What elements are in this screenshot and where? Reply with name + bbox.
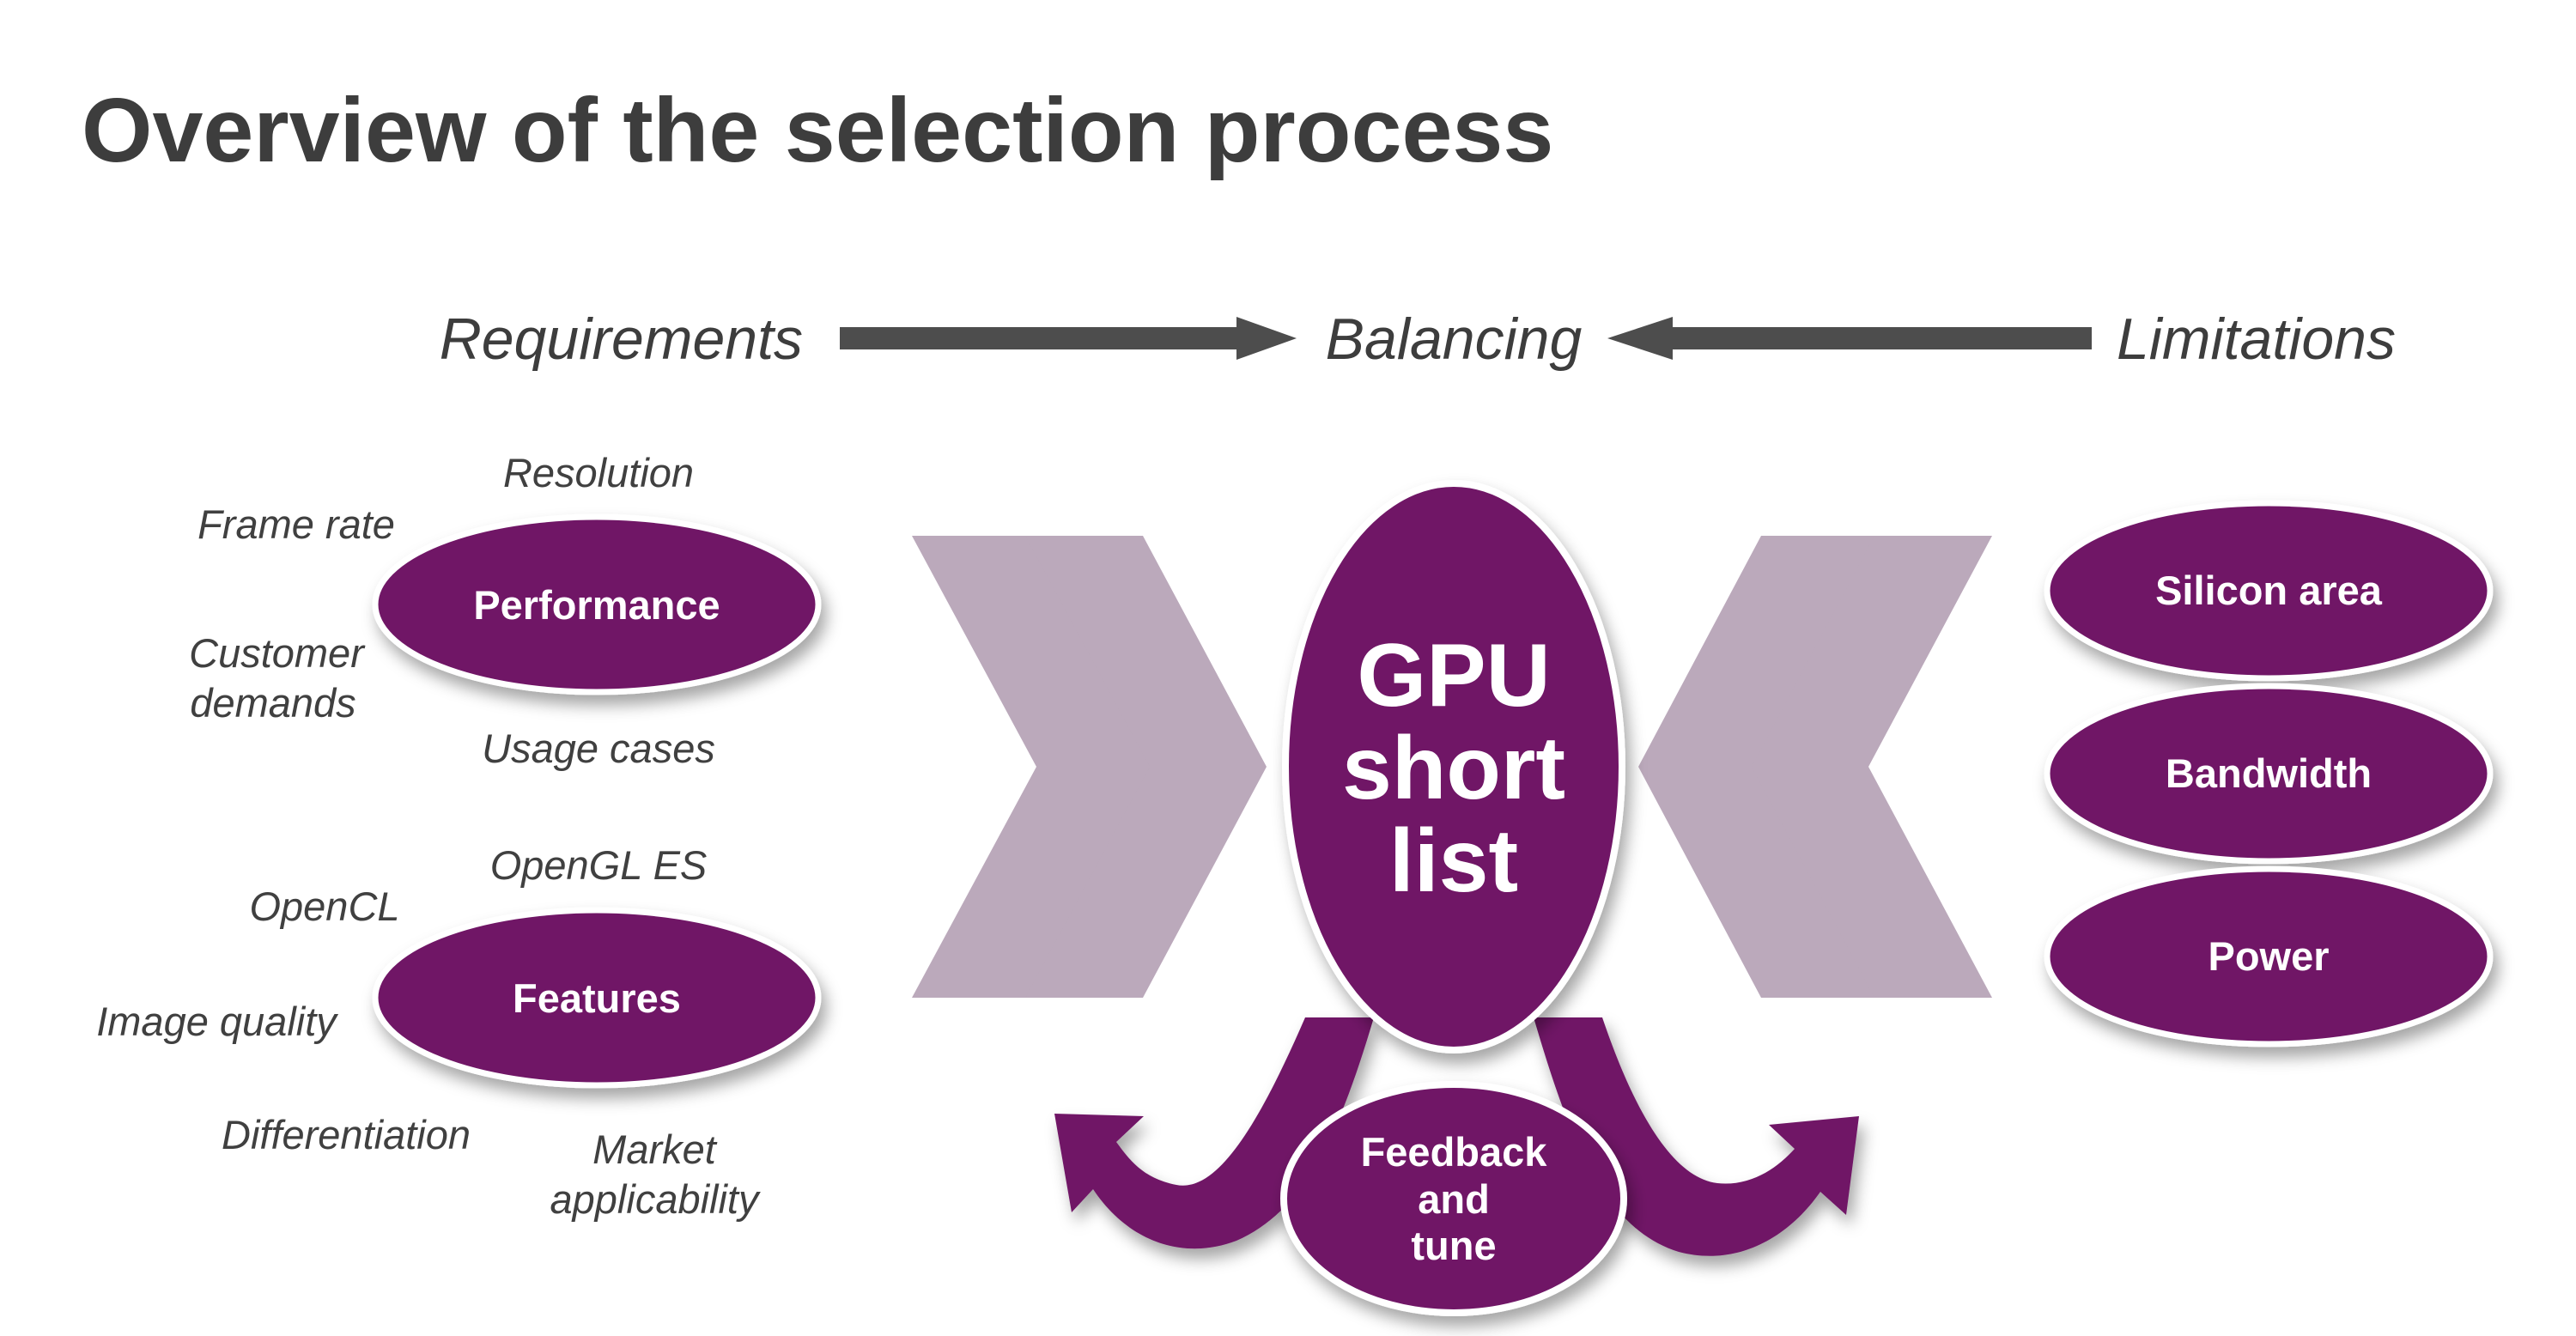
aspect-market-applicability-line2: applicability — [550, 1176, 761, 1222]
performance-label: Performance — [473, 582, 720, 628]
aspect-customer-demands-line2: demands — [190, 680, 355, 726]
limitation-silicon-area-label: Silicon area — [2155, 568, 2383, 613]
aspect-opengl-es: OpenGL ES — [490, 842, 708, 888]
limitation-power: Power — [2044, 865, 2494, 1048]
performance-node: Performance — [372, 513, 822, 695]
gpu-shortlist-line3: list — [1389, 811, 1518, 911]
feedback-line2: and — [1418, 1176, 1490, 1222]
chevrons-left-icon — [1638, 536, 1992, 998]
limitation-power-label: Power — [2208, 933, 2329, 979]
stage-balancing: Balancing — [1326, 307, 1583, 372]
aspect-opencl: OpenCL — [249, 884, 399, 929]
gpu-shortlist-node: GPU short list — [1282, 480, 1625, 1054]
limitation-bandwidth-label: Bandwidth — [2166, 750, 2372, 796]
feedback-line1: Feedback — [1361, 1129, 1548, 1175]
aspect-frame-rate: Frame rate — [197, 501, 395, 547]
aspect-market-applicability-line1: Market — [592, 1126, 718, 1172]
feedback-node: Feedback and tune — [1280, 1081, 1627, 1316]
aspect-resolution: Resolution — [503, 450, 694, 495]
stage-requirements: Requirements — [440, 307, 803, 372]
arrow-right-icon — [840, 317, 1297, 360]
page-title: Overview of the selection process — [82, 80, 1553, 181]
features-label: Features — [513, 975, 681, 1021]
aspect-image-quality: Image quality — [96, 999, 338, 1044]
aspect-usage-cases: Usage cases — [482, 726, 715, 771]
chevrons-right-icon — [912, 536, 1267, 998]
gpu-shortlist-line2: short — [1342, 719, 1565, 818]
aspect-differentiation: Differentiation — [222, 1112, 471, 1157]
features-node: Features — [372, 907, 822, 1089]
gpu-shortlist-line1: GPU — [1357, 626, 1550, 726]
feedback-line3: tune — [1411, 1223, 1496, 1268]
aspect-customer-demands-line1: Customer — [189, 630, 366, 676]
limitation-silicon-area: Silicon area — [2044, 500, 2494, 682]
arrow-left-icon — [1607, 317, 2092, 360]
limitation-bandwidth: Bandwidth — [2044, 683, 2494, 865]
stage-limitations: Limitations — [2117, 307, 2396, 372]
